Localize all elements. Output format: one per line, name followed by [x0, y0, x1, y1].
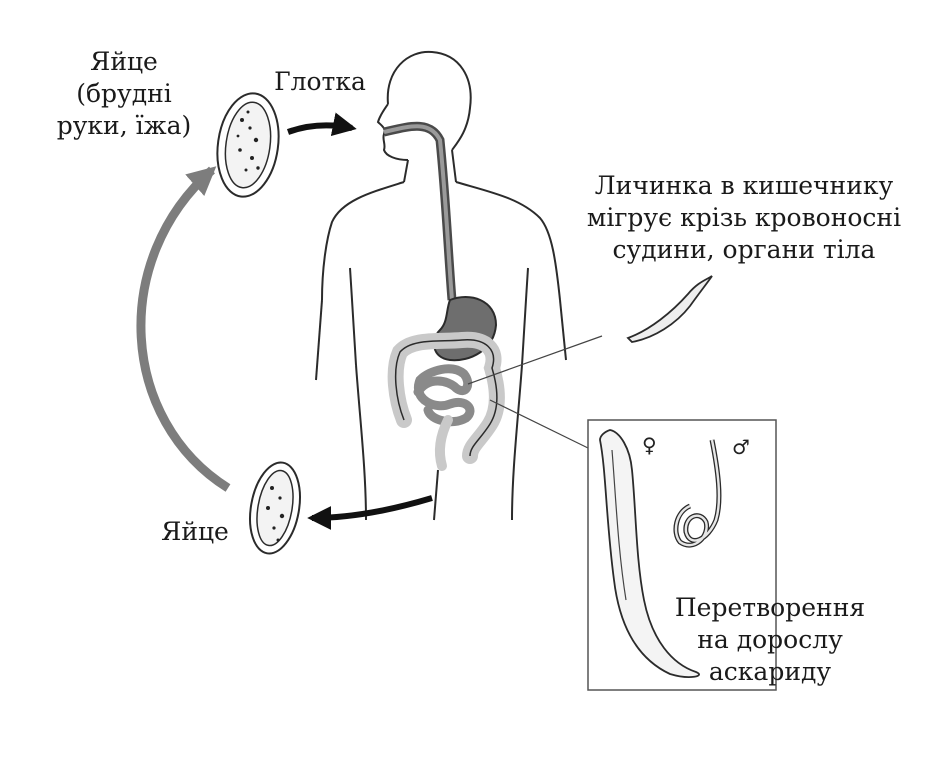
label-egg-top-line2: (брудні — [76, 79, 172, 108]
larva — [626, 275, 713, 343]
male-symbol: ♂ — [732, 435, 750, 459]
label-adult: Перетворення на дорослу аскариду — [650, 592, 890, 688]
egg-bottom — [249, 461, 301, 555]
cycle-arrow — [136, 166, 231, 492]
arrow-body-to-egg — [307, 495, 433, 530]
arrow-egg-to-pharynx — [286, 112, 357, 137]
human-body-outline — [315, 50, 567, 521]
label-larva-line1: Личинка в кишечнику — [594, 171, 894, 200]
pointer-larva — [467, 335, 603, 385]
label-egg-top-line1: Яйце — [90, 47, 158, 76]
label-larva: Личинка в кишечнику мігрує крізь кровоно… — [554, 170, 934, 266]
female-worm — [599, 429, 700, 678]
label-larva-line3: судини, органи тіла — [612, 235, 876, 264]
label-pharynx: Глотка — [274, 67, 366, 96]
label-adult-line3: аскариду — [708, 657, 832, 686]
small-intestine — [413, 364, 475, 427]
rectum — [435, 415, 453, 471]
label-egg-top-line3: руки, їжа) — [56, 111, 192, 140]
egg-top — [216, 92, 280, 198]
label-egg-top: Яйце (брудні руки, їжа) — [48, 46, 200, 142]
female-symbol: ♀ — [642, 433, 657, 457]
label-adult-line2: на дорослу — [697, 625, 843, 654]
pointer-adult — [489, 399, 589, 449]
label-adult-line1: Перетворення — [674, 593, 866, 622]
label-egg-bottom: Яйце — [161, 517, 229, 546]
label-larva-line2: мігрує крізь кровоносні — [586, 203, 902, 232]
